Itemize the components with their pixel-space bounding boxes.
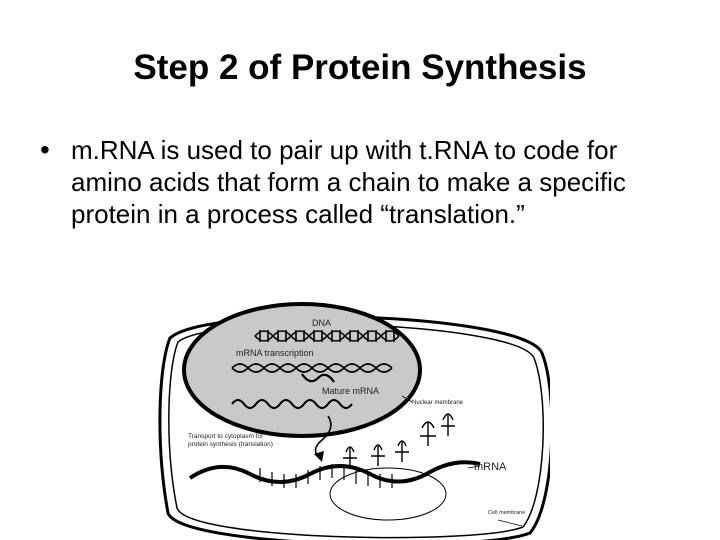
cell-membrane-outer xyxy=(158,315,550,540)
mrna-label-pointer xyxy=(467,465,481,469)
nucleus xyxy=(182,302,422,438)
mature-mrna-strand xyxy=(231,399,353,409)
bullet-symbol: • xyxy=(40,134,50,165)
transport-label-line1: Transport to cytoplasm for xyxy=(188,433,264,440)
mrna-transcription-strand xyxy=(231,363,393,383)
mrna-transcription-label: mRNA transcription xyxy=(236,348,314,358)
export-arrowhead xyxy=(314,451,324,462)
ribosome xyxy=(329,467,447,521)
cell-illustration: DNA mRNA transcription Mature mRNA Nucle… xyxy=(158,302,550,540)
mature-mrna-label: Mature mRNA xyxy=(322,386,379,396)
dna-helix xyxy=(254,330,400,342)
mrna-label: mRNA xyxy=(474,461,507,473)
bullet-text: m.RNA is used to pair up with t.RNA to c… xyxy=(71,135,626,229)
cell-membrane-label: Cell membrane xyxy=(488,510,525,516)
cytoplasm-mrna-strand xyxy=(188,460,481,484)
export-arrow xyxy=(314,415,332,459)
codon-ticks xyxy=(259,464,393,488)
trna-molecules xyxy=(343,413,455,466)
nuclear-membrane-label: Nuclear membrane xyxy=(412,400,464,406)
protein-synthesis-diagram: DNA mRNA transcription Mature mRNA Nucle… xyxy=(150,298,550,540)
dna-label: DNA xyxy=(312,318,331,328)
cell-membrane-inner xyxy=(168,323,544,539)
cell-membrane-pointer xyxy=(497,519,523,527)
slide-title: Step 2 of Protein Synthesis xyxy=(133,48,587,87)
bullet-item: • m.RNA is used to pair up with t.RNA to… xyxy=(40,134,690,230)
transport-label-line2: protein synthesis (translation) xyxy=(188,441,273,448)
nuclear-membrane-pointer xyxy=(401,395,413,403)
